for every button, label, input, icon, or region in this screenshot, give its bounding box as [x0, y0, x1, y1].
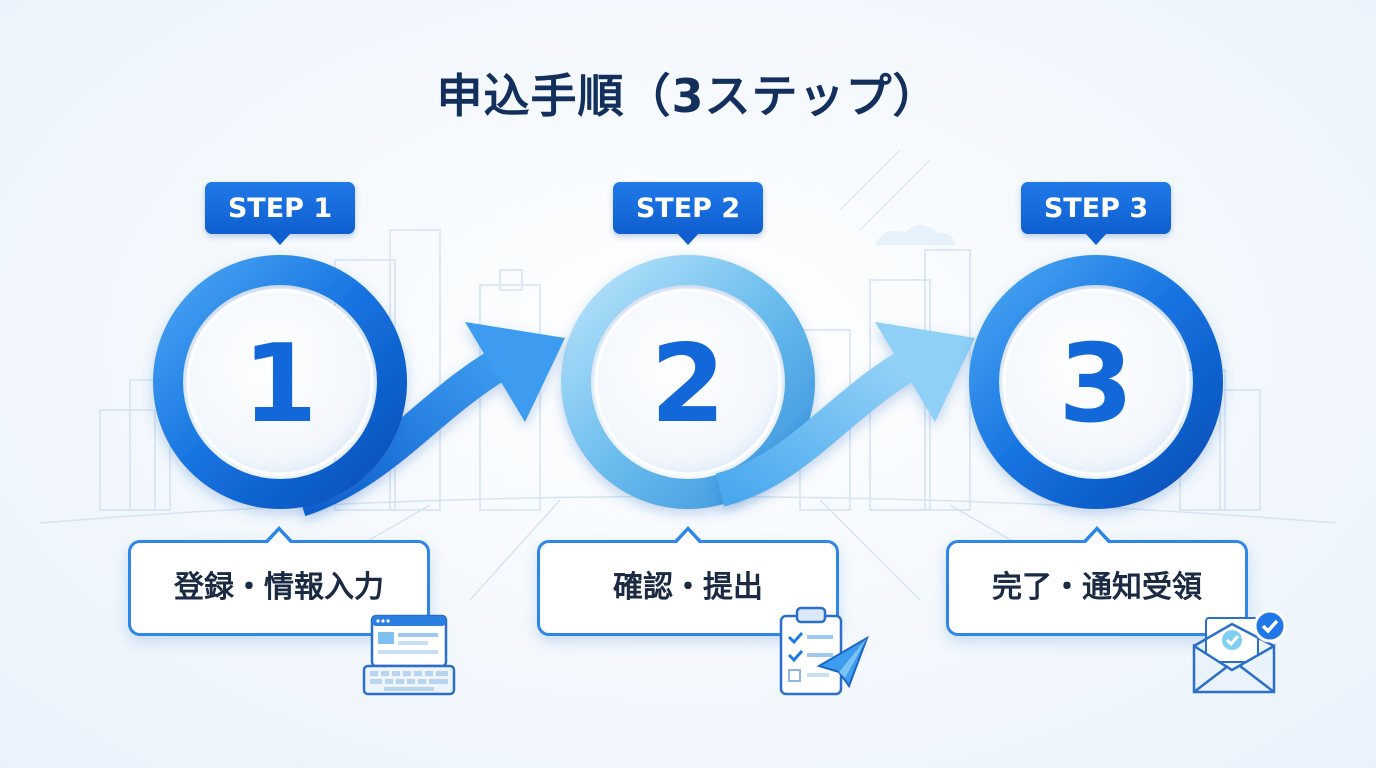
step-2-label-box: 確認・提出: [537, 526, 839, 636]
step-2-disc: [594, 288, 782, 476]
form-keyboard-icon: [362, 614, 456, 696]
step-1-label-box: 登録・情報入力: [128, 526, 430, 636]
step-2-label: 確認・提出: [613, 570, 763, 605]
step-3-disc: [1002, 288, 1190, 476]
step-3-number: 3: [1058, 322, 1134, 447]
envelope-check-icon: [1192, 609, 1287, 694]
step-3-label: 完了・通知受領: [992, 570, 1202, 605]
step-1-label: 登録・情報入力: [174, 570, 384, 605]
page-title: 申込手順（3ステップ）: [436, 69, 940, 123]
step-1-disc: [186, 288, 374, 476]
step-3-ring: [969, 255, 1223, 509]
step-1-number: 1: [242, 322, 318, 447]
step-2-badge: STEP 2: [613, 182, 763, 245]
step-3-badge: STEP 3: [1021, 182, 1171, 245]
step-1-ring: [153, 255, 407, 509]
step-1-badge: STEP 1: [205, 182, 355, 245]
step-3-label-box: 完了・通知受領: [946, 526, 1248, 636]
checklist-paper-plane-icon: [779, 606, 869, 696]
arrow-step-2-to-3: [715, 322, 975, 507]
step-2-ring: [561, 255, 815, 509]
step-2-number: 2: [650, 322, 726, 447]
